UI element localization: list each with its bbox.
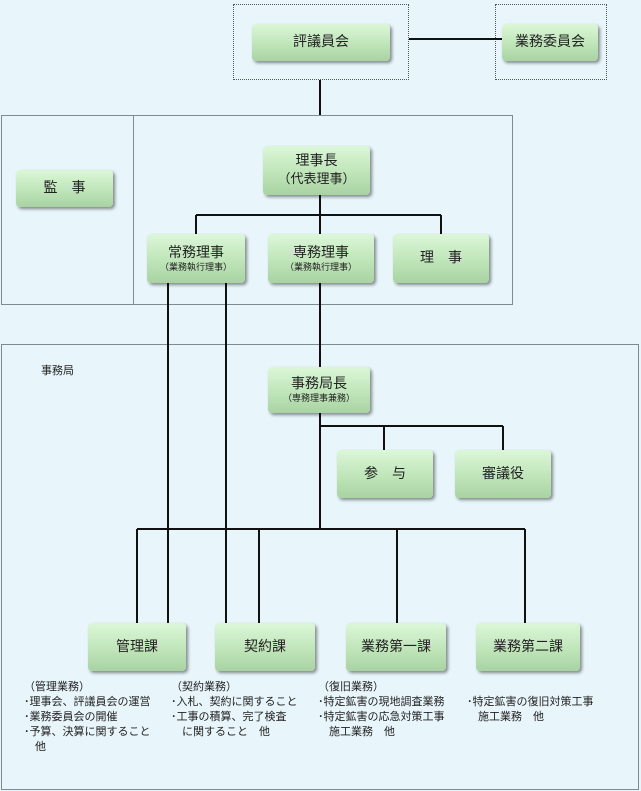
operations-1-duty-line: ･特定鉱害の現地調査業務 <box>318 695 445 708</box>
admin-duty-line: 他 <box>24 740 46 753</box>
admin-section-label: 管理課 <box>116 638 158 655</box>
council-box[interactable]: 評議員会 <box>252 24 390 61</box>
business-committee-label: 業務委員会 <box>515 34 585 51</box>
business-committee-box[interactable]: 業務委員会 <box>502 24 598 61</box>
secretary-general-sublabel: （専務理事兼務） <box>282 394 355 405</box>
operations-1-duty-line: （復旧業務） <box>318 680 384 693</box>
committee-frame <box>495 4 607 80</box>
board-frame <box>133 115 513 305</box>
contract-duty-line: （契約業務） <box>171 680 237 693</box>
operations-2-duties: ･特定鉱害の復旧対策工事 施工業務 他 <box>467 694 594 724</box>
director-label: 理 事 <box>420 250 462 267</box>
chairman-sublabel: （代表理事） <box>277 172 356 188</box>
council-frame <box>233 4 409 80</box>
contract-duties: （契約業務） ･入札、契約に関すること ･工事の積算、完了検査 に関すること 他 <box>171 679 298 739</box>
operations-2-duty-line: 施工業務 他 <box>467 710 544 723</box>
executive-director-sublabel: （業務執行理事） <box>284 262 357 273</box>
executive-director-box[interactable]: 専務理事 （業務執行理事） <box>268 234 374 283</box>
contract-section-label: 契約課 <box>244 638 286 655</box>
operations-2-duty-line: ･特定鉱害の復旧対策工事 <box>467 695 594 708</box>
secretariat-label: 事務局 <box>41 364 74 377</box>
secretary-general-label: 事務局長 <box>291 376 347 393</box>
admin-duty-line: ･予算、決算に関すること <box>24 725 151 738</box>
operations-1-duties: （復旧業務） ･特定鉱害の現地調査業務 ･特定鉱害の応急対策工事 施工業務 他 <box>318 679 445 739</box>
operations-2-label: 業務第二課 <box>493 638 563 655</box>
secretary-general-box[interactable]: 事務局長 （専務理事兼務） <box>268 367 370 413</box>
managing-director-sublabel: （業務執行理事） <box>159 262 232 273</box>
operations-1-duty-line: ･特定鉱害の応急対策工事 <box>318 710 445 723</box>
admin-duty-line: ･業務委員会の開催 <box>24 710 118 723</box>
chairman-box[interactable]: 理事長 （代表理事） <box>263 146 370 195</box>
chairman-label: 理事長 <box>295 153 338 170</box>
managing-director-label: 常務理事 <box>168 244 224 261</box>
admin-duty-line: ･理事会、評議員会の運営 <box>24 695 151 708</box>
director-box[interactable]: 理 事 <box>393 234 489 283</box>
operations-1-box[interactable]: 業務第一課 <box>346 623 446 671</box>
operations-1-duty-line: 施工業務 他 <box>318 725 395 738</box>
managing-director-box[interactable]: 常務理事 （業務執行理事） <box>147 234 245 283</box>
counselor-label: 参 与 <box>364 465 406 482</box>
admin-duty-line: （管理業務） <box>24 680 90 693</box>
auditor-label: 監 事 <box>43 180 86 197</box>
contract-duty-line: ･入札、契約に関すること <box>171 695 298 708</box>
operations-2-box[interactable]: 業務第二課 <box>476 623 580 671</box>
admin-duties: （管理業務） ･理事会、評議員会の運営 ･業務委員会の開催 ･予算、決算に関する… <box>24 679 151 754</box>
admin-section-box[interactable]: 管理課 <box>88 623 186 671</box>
operations-1-label: 業務第一課 <box>361 638 431 655</box>
counselor-box[interactable]: 参 与 <box>337 450 433 498</box>
deliberation-officer-label: 審議役 <box>482 465 524 482</box>
executive-director-label: 専務理事 <box>293 244 349 261</box>
deliberation-officer-box[interactable]: 審議役 <box>455 450 551 498</box>
council-label: 評議員会 <box>293 34 349 51</box>
contract-duty-line: に関すること 他 <box>171 725 270 738</box>
contract-duty-line: ･工事の積算、完了検査 <box>171 710 287 723</box>
contract-section-box[interactable]: 契約課 <box>215 623 315 671</box>
auditor-box[interactable]: 監 事 <box>16 170 113 207</box>
